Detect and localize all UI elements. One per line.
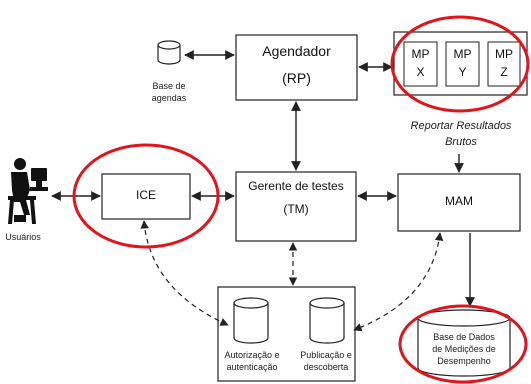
- pub-db-label-line1: Publicação e: [300, 350, 352, 360]
- probe-y-line2: Y: [458, 65, 467, 79]
- highlight-circles: [72, 15, 530, 384]
- auth-db-label-line1: Autorização e: [224, 350, 280, 360]
- probe-x-box: [403, 41, 438, 87]
- probe-y-box: [445, 41, 480, 87]
- scheduler-box: [235, 34, 358, 101]
- highlight-ice: [72, 143, 220, 249]
- test-manager-box: [235, 171, 357, 242]
- schedule-db-label-line2: agendas: [151, 93, 187, 103]
- report-label-line1: Reportar Resultados: [410, 120, 512, 132]
- probe-z-line2: Z: [500, 65, 508, 79]
- probe-x-line2: X: [416, 65, 425, 79]
- pub-db-label-line2: descoberta: [303, 362, 349, 372]
- auth-db-cylinder: [233, 297, 269, 344]
- dashed-connectors: [140, 220, 444, 332]
- schedule-db-cylinder: [157, 40, 181, 65]
- mam-box: [397, 173, 521, 232]
- report-label-line2: Brutos: [445, 136, 477, 148]
- solid-connectors: [51, 50, 475, 307]
- auth-db-label-line2: autenticação: [226, 362, 278, 372]
- highlight-perf-db: [398, 304, 528, 384]
- probe-z-line1: MP: [495, 47, 513, 61]
- mam-label: MAM: [445, 194, 473, 208]
- probe-z-box: [487, 41, 521, 87]
- link-mam-pub-db: [353, 232, 444, 332]
- ice-label: ICE: [135, 188, 156, 202]
- scheduler-code: (RP): [282, 70, 311, 86]
- scheduler-title: Agendador: [262, 43, 331, 59]
- test-manager-title: Gerente de testes: [248, 179, 344, 193]
- perf-db-label-line1: Base de Dados: [433, 332, 495, 342]
- test-manager-code: (TM): [283, 202, 309, 216]
- user-computer-icon: [8, 158, 48, 224]
- ice-box: [101, 173, 191, 220]
- probe-x-line1: MP: [411, 47, 430, 61]
- link-ice-auth-db: [140, 220, 229, 326]
- perf-db-label-line3: Desempenho: [437, 356, 491, 366]
- highlight-probes: [390, 15, 530, 113]
- users-label: Usuários: [5, 232, 41, 242]
- pub-db-cylinder: [309, 297, 345, 344]
- perf-db-label-line2: de Medições de: [432, 344, 496, 354]
- schedule-db-label-line1: Base de: [152, 81, 186, 91]
- probe-y-line1: MP: [453, 47, 472, 61]
